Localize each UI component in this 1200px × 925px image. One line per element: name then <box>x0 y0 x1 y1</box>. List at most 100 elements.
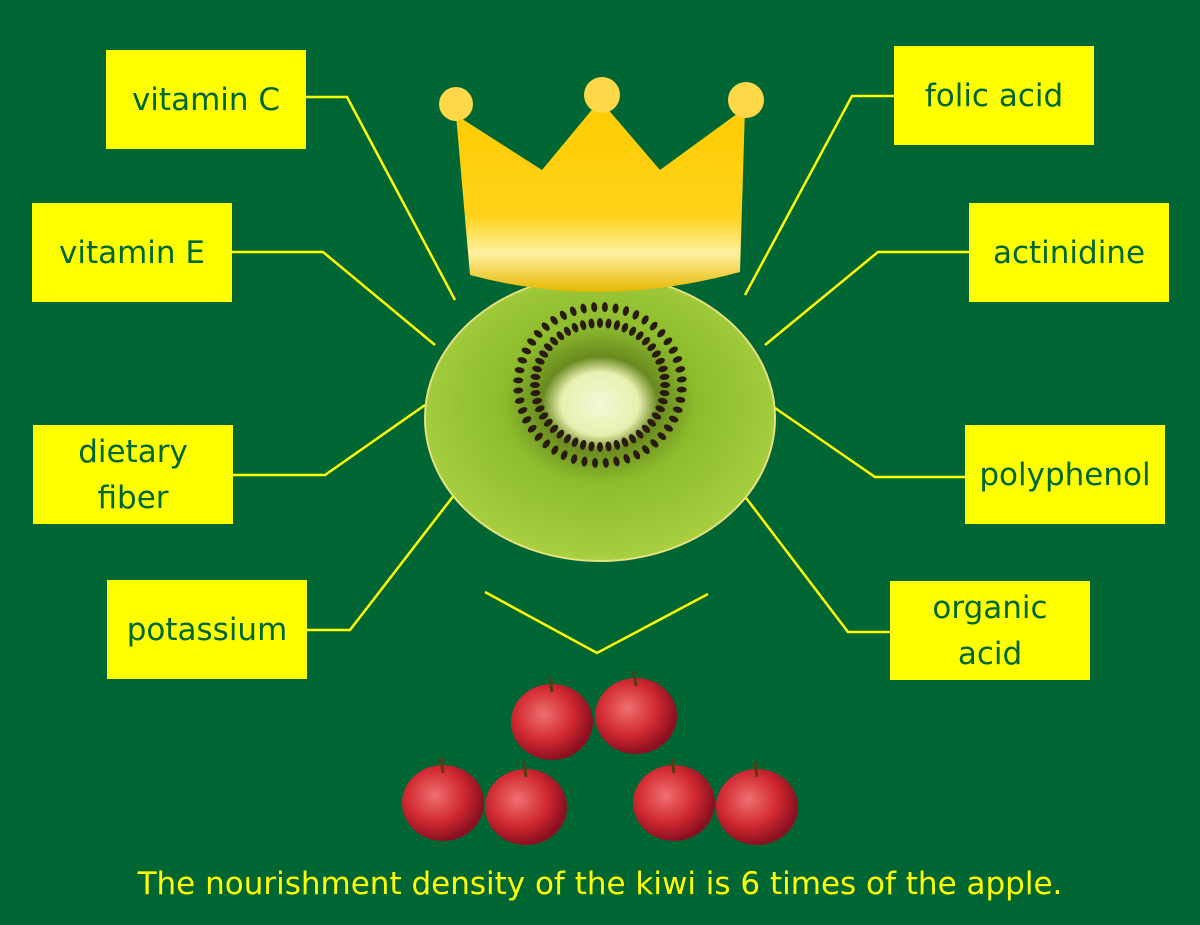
seed <box>613 320 621 331</box>
seed <box>633 450 641 460</box>
seed <box>529 382 540 388</box>
seed <box>657 432 667 440</box>
seed <box>522 416 532 424</box>
apple-icon <box>485 761 567 845</box>
seed <box>672 406 683 413</box>
seed <box>621 437 629 448</box>
seed <box>513 387 524 394</box>
seed <box>628 326 637 336</box>
label-polyphenol: polyphenol <box>965 425 1165 524</box>
apple-icon <box>595 670 677 754</box>
seed <box>672 356 683 363</box>
seed <box>668 346 678 354</box>
label-actinidine: actinidine <box>969 203 1169 302</box>
seed <box>527 338 537 346</box>
seed <box>623 453 631 464</box>
seed <box>556 429 565 439</box>
seed <box>632 310 640 320</box>
seed <box>534 432 543 441</box>
seed <box>647 343 657 352</box>
seed <box>542 439 551 449</box>
seed <box>676 376 687 383</box>
seed <box>660 382 671 388</box>
seed <box>517 407 528 414</box>
label-vitamin-e: vitamin E <box>32 203 232 302</box>
apple-icon <box>633 757 715 841</box>
seed <box>655 357 665 365</box>
seed <box>569 306 577 317</box>
kiwi-icon <box>424 274 776 562</box>
seed <box>571 322 579 333</box>
seed <box>663 424 673 432</box>
seed <box>641 424 651 433</box>
seed <box>641 315 649 325</box>
seed <box>581 456 588 467</box>
seed <box>535 357 545 365</box>
seed <box>601 302 608 313</box>
seed <box>597 442 603 452</box>
seed <box>635 331 644 341</box>
seed <box>521 347 532 355</box>
seed <box>659 373 670 380</box>
seed <box>541 322 550 331</box>
label-potassium: potassium <box>107 580 307 679</box>
seed <box>570 454 578 464</box>
seed <box>550 316 558 325</box>
seed <box>588 441 595 452</box>
apple-icon <box>716 761 798 845</box>
seed <box>571 437 579 448</box>
seed <box>651 412 661 420</box>
seed <box>539 350 549 358</box>
seed <box>588 318 595 329</box>
label-organic-acid: organic acid <box>890 581 1090 680</box>
seed <box>676 386 687 393</box>
crown-icon <box>439 77 764 292</box>
seed <box>530 390 541 397</box>
seed <box>530 373 541 380</box>
seed <box>649 321 658 331</box>
seed <box>559 310 567 320</box>
apple-icon <box>511 676 593 760</box>
seed <box>551 445 559 455</box>
seed <box>628 434 637 444</box>
seed <box>563 326 572 336</box>
seed <box>675 396 686 403</box>
seed <box>613 439 621 450</box>
label-vitamin-c: vitamin C <box>106 50 306 149</box>
seed <box>532 397 543 405</box>
seed <box>602 457 609 468</box>
connector-lines <box>232 94 969 655</box>
caption: The nourishment density of the kiwi is 6… <box>137 866 1063 902</box>
seed <box>655 405 665 413</box>
seed <box>597 318 603 328</box>
seed <box>517 357 528 364</box>
seed <box>605 318 612 329</box>
seed <box>613 456 620 467</box>
seed <box>543 418 553 427</box>
seed <box>612 303 619 314</box>
seed <box>659 390 670 397</box>
seed <box>642 445 650 454</box>
seed <box>513 377 524 384</box>
v-arrow <box>484 590 709 655</box>
seed <box>657 365 668 373</box>
seed <box>539 412 549 420</box>
seed <box>657 329 666 338</box>
seed <box>663 337 673 346</box>
seed <box>533 330 543 338</box>
seed <box>535 405 545 413</box>
seed <box>527 424 537 433</box>
seed <box>532 365 543 373</box>
seed <box>657 397 668 405</box>
seed <box>549 337 559 346</box>
seed <box>560 450 568 460</box>
seed <box>591 302 598 313</box>
seed <box>563 434 572 444</box>
apples-icon <box>402 670 798 845</box>
seed <box>543 343 553 352</box>
seed <box>549 424 559 433</box>
seed <box>579 439 587 450</box>
seed <box>514 397 525 404</box>
seed <box>514 367 525 374</box>
